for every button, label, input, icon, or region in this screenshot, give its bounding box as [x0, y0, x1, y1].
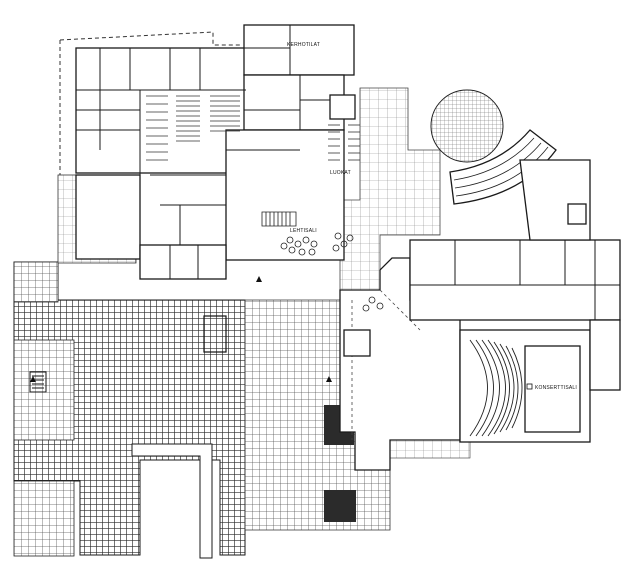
ne-stair: [567, 203, 587, 225]
north-dashed-outline: [59, 31, 242, 46]
dark-block-2: [324, 490, 356, 522]
stair-block: [203, 315, 227, 353]
sw-corner: [13, 480, 75, 557]
west-block: [75, 174, 141, 260]
classroom-desks: [328, 124, 360, 161]
north-wing: [59, 24, 360, 280]
lobby-kiosk: [343, 329, 371, 357]
east-stair-block: [329, 94, 356, 120]
concert-stage: [524, 345, 581, 433]
west-stair-icon: [29, 371, 47, 393]
entrance-marker-3: [30, 376, 36, 382]
south-classrooms: [139, 244, 227, 280]
reading-tables: [280, 232, 354, 256]
label-kerhotilat: KERHOTILAT: [287, 42, 320, 48]
white-walkway: [131, 443, 213, 559]
courtyard-paving: [339, 87, 441, 291]
entrance-marker-1: [256, 276, 262, 282]
north-block-upper: [243, 24, 355, 76]
north-block-annex: [243, 74, 345, 131]
amphitheatre-rows: [453, 137, 549, 197]
label-konserttisali: KONSERTTISALI: [535, 385, 577, 391]
label-luokat: LUOKAT: [330, 170, 351, 176]
round-courtyard: [430, 89, 504, 163]
concert-east-rooms: [589, 319, 621, 391]
ne-wing: [519, 159, 591, 241]
lecture-seating: [146, 95, 240, 161]
center-hall: [225, 129, 345, 261]
label-lehtisali: LEHTISALI: [290, 228, 317, 234]
west-strip: [13, 261, 59, 303]
east-wing: [409, 129, 621, 443]
concert-seating: [469, 339, 523, 437]
east-corridor: [409, 239, 621, 321]
west-terrace: [13, 339, 75, 441]
center-stair: [261, 211, 297, 227]
south-paving: [389, 439, 471, 459]
lobby-tables: [362, 296, 384, 312]
amphitheatre: [449, 129, 557, 205]
north-room-lines: [76, 25, 344, 279]
label-konserttisali-marker: [526, 383, 533, 390]
entrance-marker-2: [326, 376, 332, 382]
